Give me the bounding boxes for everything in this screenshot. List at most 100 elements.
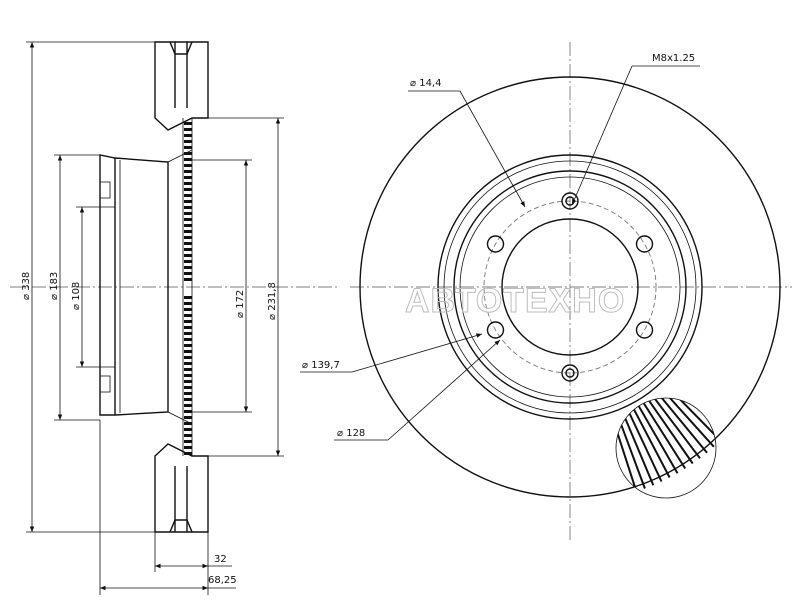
label-thread: M8x1.25 <box>652 53 695 64</box>
vent-fin <box>184 338 192 341</box>
vent-fin <box>184 446 192 449</box>
vent-fin <box>184 176 192 179</box>
vent-fin <box>184 392 192 395</box>
cutaway-fin <box>647 398 701 459</box>
vent-fin <box>184 134 192 137</box>
side-section-view: ⌀ 338 ⌀ 183 ⌀ 108 ⌀ 172 <box>10 41 340 595</box>
disc-outer-circle <box>359 76 781 498</box>
hat-inner-circle <box>459 176 681 398</box>
vent-fin <box>184 272 192 275</box>
label-hub-seat: ⌀ 128 <box>337 428 365 439</box>
vent-fin <box>184 170 192 173</box>
upper-vent-lines <box>174 42 188 108</box>
cutaway-fin <box>660 398 716 442</box>
vent-fin <box>184 152 192 155</box>
label-pcd: ⌀ 139,7 <box>302 360 340 371</box>
cutaway-fin <box>638 398 687 470</box>
lower-hub-hatch <box>99 375 111 393</box>
vent-fin <box>184 242 192 245</box>
vent-fin <box>184 434 192 437</box>
leader-thread: M8x1.25 <box>571 53 700 206</box>
label-center-bore: ⌀ 108 <box>71 282 82 310</box>
label-total-height: 68,25 <box>208 575 237 586</box>
cutaway-fin <box>634 399 679 474</box>
vent-fin <box>184 128 192 131</box>
leader-pcd: ⌀ 139,7 <box>300 333 483 373</box>
dim-center-bore: ⌀ 108 <box>71 206 115 368</box>
cutaway-fin <box>616 410 638 492</box>
lower-vent-notch <box>169 519 193 533</box>
lower-hat-edge <box>167 411 193 425</box>
center-bore-circle <box>501 218 639 356</box>
vent-fin <box>184 368 192 371</box>
cutaway-fin <box>619 406 655 486</box>
vent-fin <box>184 302 192 305</box>
bolt-hole <box>635 235 654 253</box>
dim-hat-diameter: ⌀ 183 <box>49 154 100 421</box>
vent-fin <box>184 200 192 203</box>
label-disc-thickness: 32 <box>214 554 227 565</box>
vent-fin <box>184 212 192 215</box>
front-view: АВТОТЕХНО ⌀ 14,4 M8x1.25 ⌀ 139,7 ⌀ 128 <box>300 42 792 540</box>
vent-fin <box>184 308 192 311</box>
vent-fin <box>184 230 192 233</box>
vent-cutaway <box>615 397 717 499</box>
vent-fin <box>184 158 192 161</box>
upper-hat-edge <box>167 149 193 163</box>
vent-fin <box>184 398 192 401</box>
label-hat-diameter: ⌀ 183 <box>49 272 60 300</box>
dim-friction-inner: ⌀ 231,8 <box>208 117 284 457</box>
vent-fin <box>184 314 192 317</box>
cutaway-fin <box>656 398 715 448</box>
bolt-hole <box>486 321 505 339</box>
friction-inner-circle-2 <box>443 160 697 414</box>
vent-fin <box>184 422 192 425</box>
bolt-hole <box>561 364 579 382</box>
label-friction-inner: ⌀ 231,8 <box>267 282 278 320</box>
leader-bolt-hole: ⌀ 14,4 <box>408 78 526 208</box>
vent-fin <box>184 386 192 389</box>
vent-fin <box>184 206 192 209</box>
vent-fin <box>184 320 192 323</box>
upper-vent-notch <box>169 41 193 55</box>
vent-fin <box>184 350 192 353</box>
vent-fin <box>184 122 192 125</box>
vent-fin <box>184 188 192 191</box>
vent-fin <box>184 224 192 227</box>
vent-fin <box>184 362 192 365</box>
bolt-holes <box>486 192 654 382</box>
vent-fin <box>184 380 192 383</box>
vent-fin <box>184 326 192 329</box>
vent-fin <box>184 236 192 239</box>
vent-fin <box>184 218 192 221</box>
cutaway-fin <box>629 401 671 478</box>
vent-fin <box>184 194 192 197</box>
vent-fin <box>184 164 192 167</box>
vent-fins <box>184 122 192 455</box>
vent-fin <box>184 374 192 377</box>
vent-fin <box>184 140 192 143</box>
label-outer-diameter: ⌀ 338 <box>21 272 32 300</box>
cutaway-fin <box>624 404 663 482</box>
label-inner-rim: ⌀ 172 <box>235 290 246 318</box>
hat-outer-circle <box>453 170 687 404</box>
bolt-hole <box>635 321 654 339</box>
vent-fin <box>184 146 192 149</box>
vent-fin <box>184 332 192 335</box>
vent-fin <box>184 266 192 269</box>
leader-hub-seat: ⌀ 128 <box>334 339 501 441</box>
dim-outer-diameter: ⌀ 338 <box>21 41 155 533</box>
bolt-circle <box>483 200 657 374</box>
vent-fin <box>184 278 192 281</box>
dim-disc-thickness: 32 <box>99 420 232 595</box>
vent-fin <box>184 428 192 431</box>
vent-fin <box>184 410 192 413</box>
vent-fin <box>184 416 192 419</box>
upper-rotor-section <box>154 41 209 131</box>
cutaway-fin <box>643 398 694 465</box>
dim-total-height: 68,25 <box>100 575 237 591</box>
vent-fin <box>184 356 192 359</box>
vent-fin <box>184 344 192 347</box>
bolt-hole <box>561 192 579 210</box>
